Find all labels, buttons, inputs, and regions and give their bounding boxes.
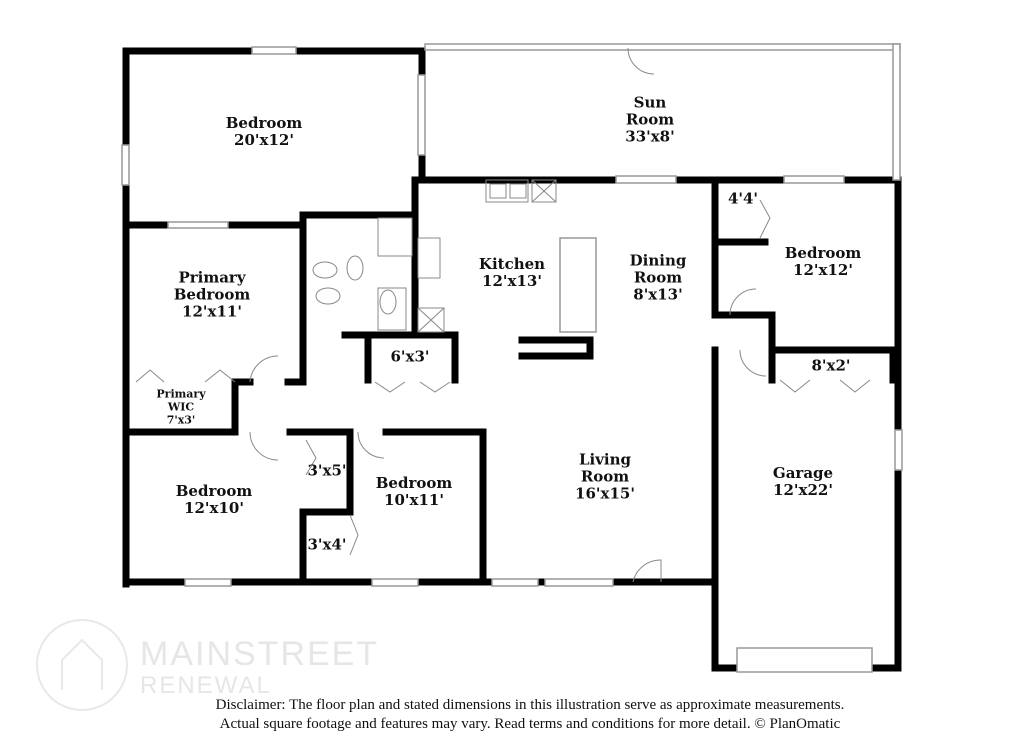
disclaimer-line2: Actual square footage and features may v… (219, 716, 841, 732)
room-name: Garage (772, 464, 834, 482)
room-dims: 33'x8' (625, 127, 675, 146)
room-dims: 7'x3' (166, 413, 196, 427)
room-name: Bedroom (173, 285, 251, 304)
room-name: Bedroom (175, 482, 253, 500)
logo-line1: MAINSTREET (140, 635, 380, 673)
disclaimer-line1: Disclaimer: The floor plan and stated di… (215, 697, 845, 713)
room-dims: 20'x12' (234, 131, 294, 149)
room-name: Room (580, 467, 630, 486)
logo-line2: RENEWAL (140, 672, 272, 699)
room-dims: 8'x2' (811, 356, 851, 375)
room-name: Bedroom (784, 244, 862, 262)
room-dims: 12'x10' (184, 499, 244, 517)
room-closet-3x5: 3'x5' (307, 461, 347, 480)
room-name: Room (625, 110, 675, 129)
room-name: Primary (156, 387, 206, 401)
room-closet-3x4: 3'x4' (307, 535, 347, 554)
room-dims: 12'x12' (793, 261, 853, 279)
fixtures (135, 47, 871, 583)
room-closet-8x2: 8'x2' (811, 356, 851, 375)
room-dims: 12'x22' (773, 481, 833, 499)
room-name: WIC (167, 400, 195, 414)
room-name: Sun (633, 93, 667, 112)
room-dims: 3'x4' (307, 535, 347, 554)
room-closet-4x4: 4'4' (727, 189, 759, 208)
room-closet-6x3: 6'x3' (390, 347, 430, 366)
room-dims: 12'x11' (182, 302, 242, 321)
room-name: Kitchen (478, 255, 546, 273)
room-dims: 6'x3' (390, 347, 430, 366)
room-name: Living (578, 450, 632, 469)
room-dims: 3'x5' (307, 461, 347, 480)
room-dims: 16'x15' (575, 484, 635, 503)
room-dims: 12'x13' (482, 272, 542, 290)
room-name: Bedroom (225, 114, 303, 132)
room-dims: 10'x11' (384, 491, 444, 509)
windows (121, 43, 903, 673)
room-name: Primary (178, 268, 246, 287)
room-dims: 4'4' (727, 189, 759, 208)
room-name: Bedroom (375, 474, 453, 492)
room-dims: 8'x13' (633, 285, 683, 304)
room-name: Room (633, 268, 683, 287)
disclaimer: Disclaimer: The floor plan and stated di… (0, 696, 1024, 734)
room-name: Dining (629, 251, 687, 270)
